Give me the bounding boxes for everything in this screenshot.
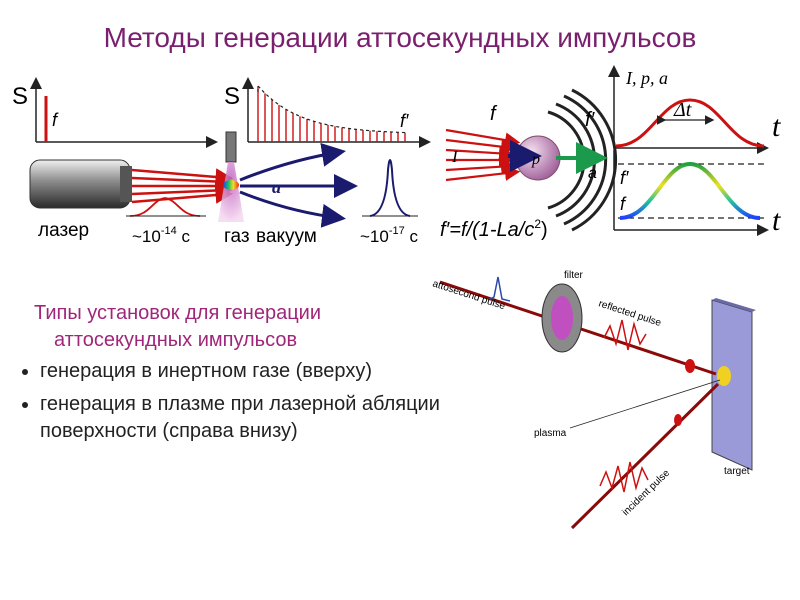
- atto-pulse-duration: ~10-17 с: [360, 225, 418, 246]
- setup-types-heading: Типы установок для генерации аттосекундн…: [18, 300, 538, 354]
- laser-pulse-duration: ~10-14 с: [132, 225, 190, 246]
- upper-t-label: t: [772, 110, 781, 143]
- harmonic-comb: [257, 84, 406, 142]
- laser-aperture: [120, 166, 132, 202]
- target-label: target: [724, 466, 750, 477]
- reflected-lens: [685, 359, 695, 373]
- spectrum1-s-label: S: [12, 83, 28, 110]
- page-title: Методы генерации аттосекундных импульсов: [103, 22, 697, 53]
- setup-types-text: Типы установок для генерации аттосекундн…: [18, 300, 538, 451]
- attosecond-pulse-wave: [487, 276, 511, 302]
- plasma-label: plasma: [534, 428, 567, 439]
- gas-label: газ: [224, 226, 250, 247]
- lower-t-label: t: [772, 204, 781, 237]
- mirror-f-label: f: [490, 103, 498, 125]
- laser-pulse-envelope: [129, 197, 201, 217]
- plasma-spot: [717, 366, 731, 386]
- heading-line1: Типы установок для генерации: [34, 302, 322, 324]
- lower-fprime-label: f′: [620, 168, 629, 188]
- incident-pulse-wave: [599, 461, 649, 493]
- mirror-fprime-label: f′: [585, 109, 596, 131]
- plasma-pointer: [569, 379, 721, 429]
- target-edge: [712, 298, 756, 312]
- filter-window: [551, 296, 573, 340]
- upper-plot-label: I, p, a: [625, 68, 668, 88]
- vacuum-label: вакуум: [256, 226, 317, 247]
- harmonic-envelope: [257, 84, 406, 134]
- lower-plot-curve: [619, 161, 761, 220]
- laser-beams: [131, 168, 233, 204]
- filter-label: filter: [564, 270, 584, 281]
- xuv-arrow-up: [239, 142, 346, 182]
- a-label-top: a: [272, 177, 281, 197]
- spectrum2-s-label: S: [224, 83, 240, 110]
- setup-types-list: генерация в инертном газе (вверху) генер…: [18, 358, 538, 445]
- spectrum1-f-label: f: [52, 110, 59, 130]
- laser-body: [29, 159, 131, 209]
- reflected-pulse-label: reflected pulse: [597, 298, 663, 329]
- laser-label: лазер: [38, 220, 89, 241]
- gas-jet: [218, 162, 244, 222]
- intensity-label: I: [451, 147, 459, 166]
- dt-label: Δt: [673, 99, 692, 121]
- acceleration-label: a: [588, 165, 597, 182]
- reflected-pulse-wave: [603, 319, 647, 351]
- heading-line2: аттосекундных импульсов: [54, 329, 298, 351]
- doppler-formula: f′=f/(1-La/c2): [440, 217, 548, 241]
- gas-interaction-spot: [223, 180, 239, 190]
- incident-beams: [445, 128, 521, 182]
- momentum-label: p: [531, 151, 540, 168]
- incident-beam: [570, 382, 720, 530]
- spectrum2-f-label: f′: [400, 111, 409, 131]
- bullet-plasma: генерация в плазме при лазерной абляции …: [40, 391, 538, 445]
- upper-plot-curve: [615, 98, 765, 148]
- lower-f-label: f: [620, 194, 627, 214]
- incident-pulse-label: incident pulse: [620, 467, 672, 518]
- xuv-arrow-down: [239, 190, 346, 228]
- atto-pulse-spike: [369, 159, 411, 217]
- incident-lens: [674, 414, 682, 426]
- gas-nozzle: [225, 131, 237, 163]
- bullet-gas: генерация в инертном газе (вверху): [40, 358, 538, 385]
